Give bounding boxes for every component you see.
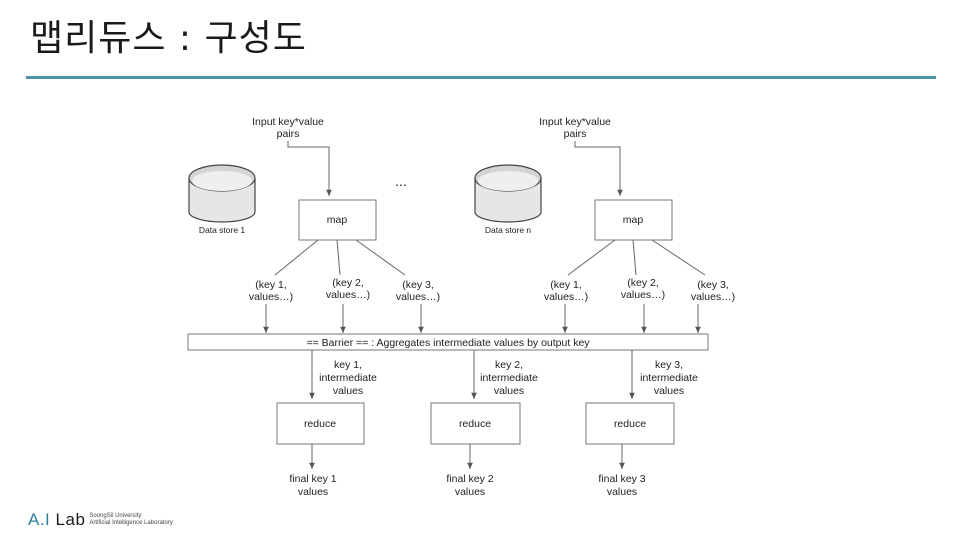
final-2-line1: final key 2 [446, 473, 493, 485]
map-output-4-line1: (key 1, [550, 279, 582, 291]
map-output-1-line1: (key 1, [255, 279, 287, 291]
intermediate-1-line1: key 1, [334, 359, 362, 371]
data-store-n-cylinder [474, 164, 542, 223]
mapn-to-out3 [651, 239, 706, 276]
data-store-n-label: Data store n [485, 225, 532, 235]
reduce-box-2-label: reduce [459, 418, 491, 430]
map-box-1-label: map [327, 214, 348, 226]
map1-to-out2 [336, 239, 341, 276]
logo-laboratory: Artificial Intelligence Laboratory [89, 520, 173, 526]
map-output-2-line1: (key 2, [332, 277, 364, 289]
map-output-1-line2: values…) [249, 291, 293, 303]
final-2-line2: values [455, 486, 485, 498]
map-output-2-line2: values…) [326, 289, 370, 301]
logo-subtitle: SoongSil University Artificial Intellige… [89, 513, 172, 527]
map-output-5-line2: values…) [621, 289, 665, 301]
title-divider [26, 76, 936, 79]
mapn-to-out2 [632, 239, 637, 276]
logo-ai: A.I [28, 510, 51, 529]
map-box-n [594, 199, 673, 241]
final-3-line2: values [607, 486, 637, 498]
intermediate-2-line1: key 2, [495, 359, 523, 371]
mapn-to-out1 [567, 239, 616, 276]
input-arrow-1 [287, 141, 332, 196]
reduce-box-2 [430, 402, 521, 445]
final-1-line2: values [298, 486, 328, 498]
ai-lab-logo: A.I Lab SoongSil University Artificial I… [28, 510, 173, 530]
logo-wordmark: A.I Lab [28, 510, 85, 530]
input-label-1-line1: Input key*value [252, 116, 324, 128]
map-box-1 [298, 199, 377, 241]
final-1-line1: final key 1 [289, 473, 336, 485]
map-output-6-line2: values…) [691, 291, 735, 303]
intermediate-1-line3: values [333, 385, 363, 397]
logo-lab: Lab [55, 510, 86, 529]
input-label-n-line2: pairs [564, 128, 587, 140]
reduce-box-3 [585, 402, 675, 445]
intermediate-2-line2: intermediate [480, 372, 538, 384]
input-label-n-line1: Input key*value [539, 116, 611, 128]
barrier-label: == Barrier == : Aggregates intermediate … [306, 337, 590, 349]
logo-university: SoongSil University [89, 513, 142, 519]
input-label-1-line2: pairs [277, 128, 300, 140]
map-output-6-line1: (key 3, [697, 279, 729, 291]
map-output-3-line1: (key 3, [402, 279, 434, 291]
ellipsis: ... [395, 173, 407, 189]
data-store-1-label: Data store 1 [199, 225, 246, 235]
map1-to-out3 [355, 239, 406, 276]
data-store-1-cylinder [188, 164, 256, 223]
reduce-box-1 [276, 402, 365, 445]
input-arrow-n [574, 141, 623, 196]
intermediate-1-line2: intermediate [319, 372, 377, 384]
map-output-5-line1: (key 2, [627, 277, 659, 289]
map-output-4-line2: values…) [544, 291, 588, 303]
final-3-line1: final key 3 [598, 473, 645, 485]
reduce-box-3-label: reduce [614, 418, 646, 430]
map-output-3-line2: values…) [396, 291, 440, 303]
map1-to-out1 [274, 239, 319, 276]
page-title: 맵리듀스 : 구성도 [30, 18, 307, 59]
map-box-n-label: map [623, 214, 644, 226]
intermediate-3-line3: values [654, 385, 684, 397]
reduce-box-1-label: reduce [304, 418, 336, 430]
intermediate-2-line3: values [494, 385, 524, 397]
intermediate-3-line1: key 3, [655, 359, 683, 371]
intermediate-3-line2: intermediate [640, 372, 698, 384]
barrier-bar [187, 333, 709, 351]
